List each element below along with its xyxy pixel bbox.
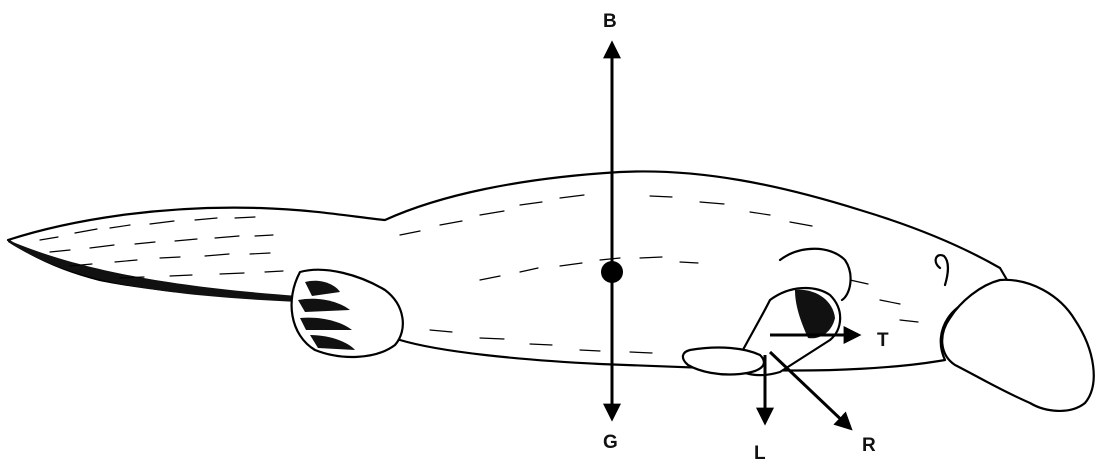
front-foot <box>683 348 764 375</box>
lift-label: L <box>754 443 766 463</box>
platypus-illustration <box>8 171 1094 410</box>
thrust-label: T <box>877 330 889 351</box>
platypus-bill <box>942 280 1094 411</box>
center-of-mass-point <box>601 261 623 283</box>
gravity-label: G <box>603 432 618 453</box>
buoyancy-label: B <box>603 11 617 32</box>
resultant-label: R <box>862 435 876 456</box>
platypus-body <box>8 171 1010 370</box>
